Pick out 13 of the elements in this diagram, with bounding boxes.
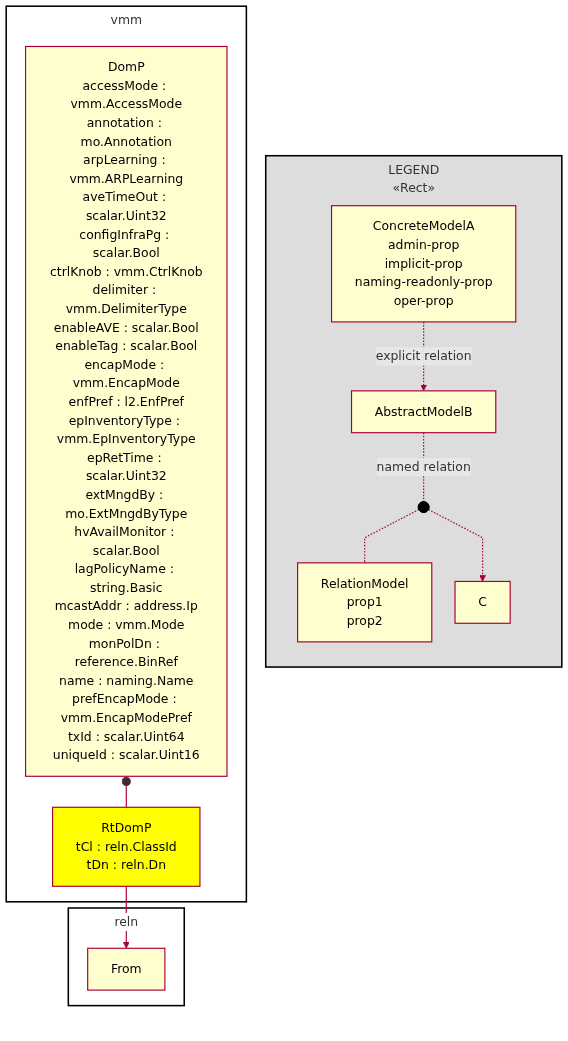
node-box: AbstractModelB: [350, 390, 497, 434]
node-box: C: [454, 580, 511, 624]
node-box: DomP accessMode : vmm.AccessMode annotation : mo.Annotation arpLearning : vmm.ARPLearning aveTimeOut : scalar.Uint32 configInfraPg : scalar.Bool ctrlKnob : vmm.CtrlKnob delimiter : vmm.DelimiterType enableAVE : scalar.Bool enableTag : scalar.Bool encapMode : vmm.EncapMode enfPref : l2.EnfPref epInventoryType : vmm.EpInventoryType epRetTime : scalar.Uint32 extMngdBy : mo.ExtMngdByType hvAvailMonitor : scalar.Bool lagPolicyName : string.Basic mcastAddr : address.Ip mode : vmm.Mode monPolDn : reference.BinRef name : naming.Name prefEncapMode : vmm.EncapModePref txId : scalar.Uint64 uniqueId : scalar.Uint16: [25, 45, 228, 777]
connector: [121, 775, 131, 808]
node-box: From: [87, 947, 166, 991]
connector: [364, 509, 420, 564]
edge-label: named relation: [376, 459, 471, 475]
edge-label: explicit relation: [375, 348, 472, 364]
arrow: [122, 885, 130, 949]
node-box: ConcreteModelA admin-prop implicit-prop naming-readonly-prop oper-prop: [330, 205, 517, 323]
arrow: [427, 509, 486, 582]
node-box: RelationModel prop1 prop2: [297, 562, 433, 643]
node-box: RtDomP tCl : reln.ClassId tDn : reln.Dn: [52, 806, 201, 887]
